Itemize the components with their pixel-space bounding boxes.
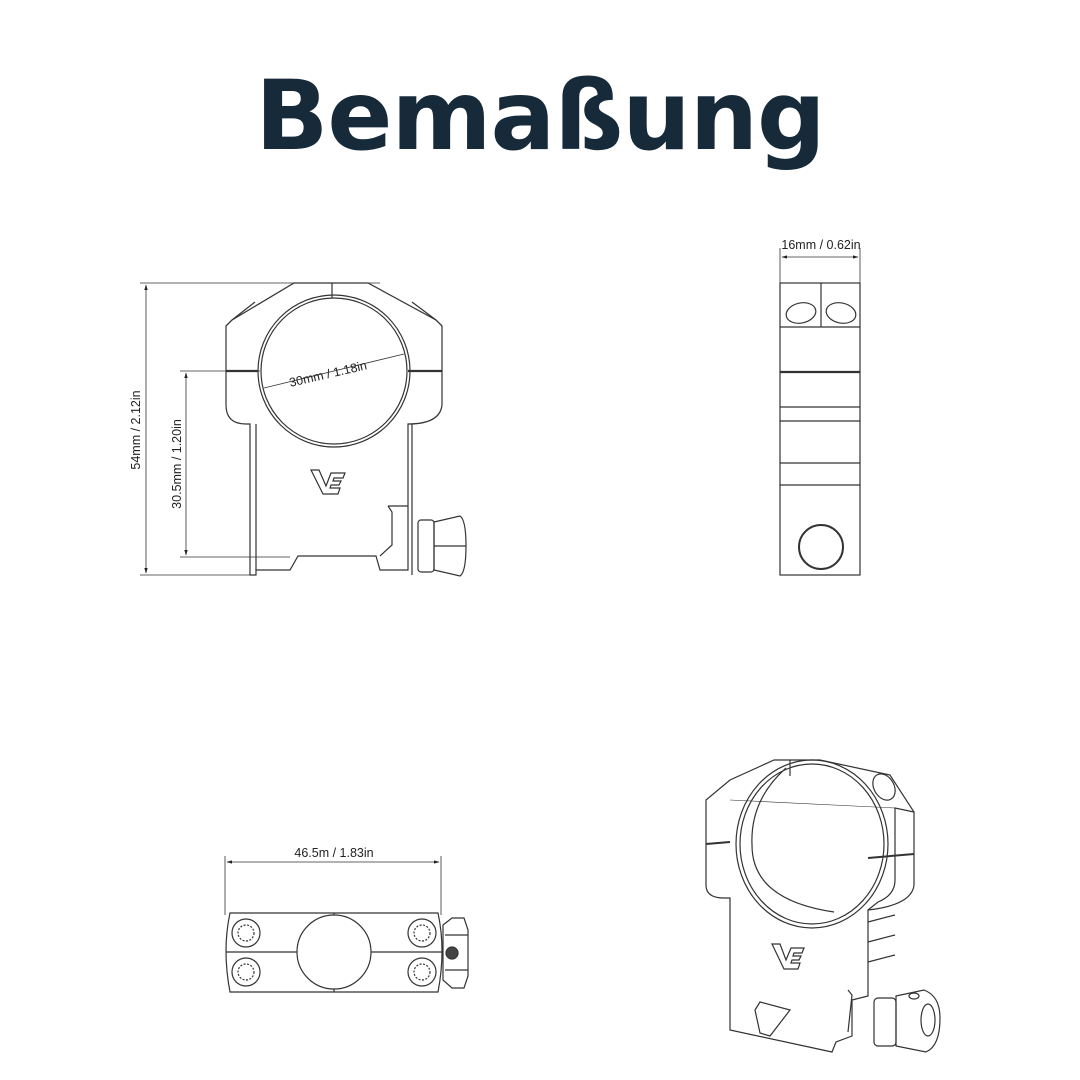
front-view	[140, 282, 467, 577]
width-label: 16mm / 0.62in	[781, 238, 860, 252]
length-label: 46.5m / 1.83in	[294, 846, 373, 860]
page-title: Bemaßung	[255, 60, 826, 172]
ve-logo-icon	[310, 469, 346, 495]
isometric-view	[705, 759, 941, 1053]
total-height-label: 54mm / 2.12in	[129, 390, 143, 469]
ring-diameter-label: 30mm / 1.18in	[288, 358, 368, 389]
ve-logo-icon	[771, 943, 805, 970]
center-height-label: 30.5mm / 1.20in	[170, 419, 184, 509]
top-view	[224, 856, 469, 993]
side-view	[779, 248, 861, 576]
